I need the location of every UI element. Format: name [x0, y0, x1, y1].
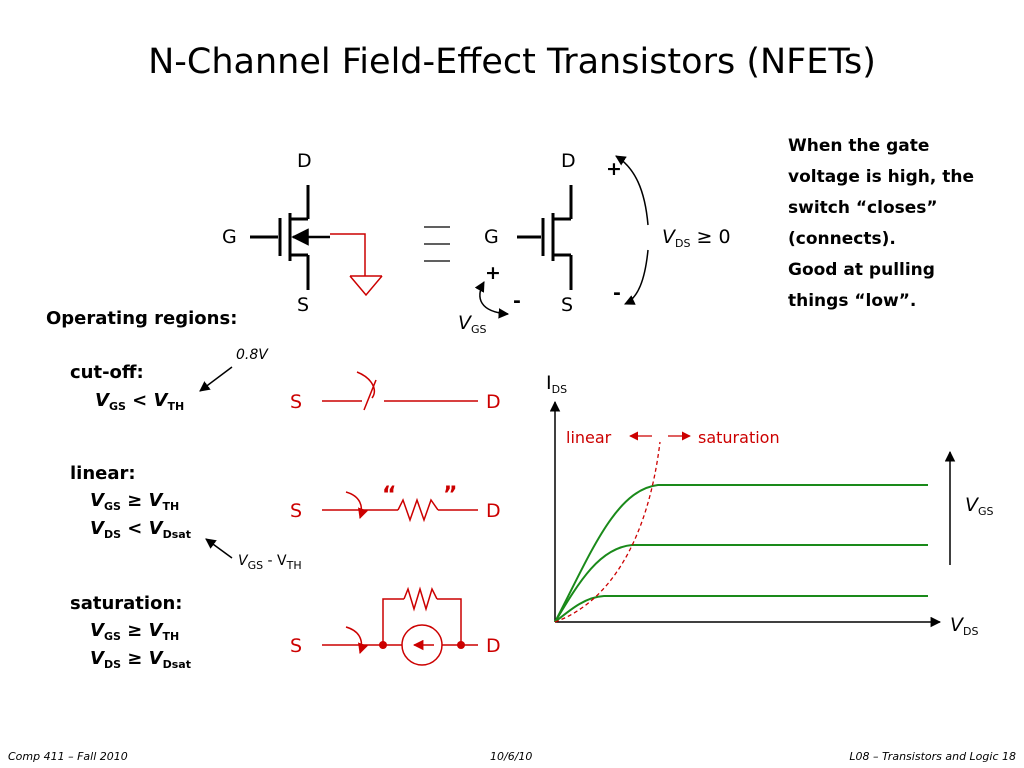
linear-annotation: VGS - VTH	[238, 553, 302, 572]
operating-regions-heading: Operating regions:	[46, 308, 238, 329]
ids-axis-label: IDS	[546, 372, 568, 396]
saturation-source-label: S	[290, 635, 303, 657]
saturation-drain-label: D	[486, 635, 501, 657]
linear-quote-close: ”	[443, 483, 458, 508]
equivalence-sign	[424, 226, 450, 262]
vds-arrow-bottom	[624, 249, 649, 305]
linear-heading: linear:	[70, 463, 136, 484]
footer-date: 10/6/10	[490, 750, 533, 763]
vgs-minus: -	[513, 290, 521, 312]
left-drain-label: D	[297, 150, 312, 172]
cutoff-drain-label: D	[486, 391, 501, 413]
left-source-label: S	[297, 294, 310, 316]
nfet-symbol-right	[517, 185, 573, 290]
saturation-node-left	[379, 641, 387, 649]
vds-axis-label: VDS	[950, 614, 979, 638]
vds-plus: +	[606, 158, 622, 180]
vgs-plus: +	[485, 262, 501, 284]
saturation-switch	[322, 586, 478, 666]
cutoff-annotation: 0.8V	[236, 347, 268, 363]
vgs-label: VGS	[458, 312, 487, 336]
cutoff-switch	[322, 371, 478, 411]
saturation-condition-2: VDS ≥ VDsat	[90, 648, 191, 671]
right-drain-label: D	[561, 150, 576, 172]
linear-source-label: S	[290, 500, 303, 522]
vgs-axis-label: VGS	[965, 494, 994, 518]
cutoff-heading: cut-off:	[70, 362, 144, 383]
saturation-region-label: saturation	[698, 428, 780, 447]
curve-vgs-high	[554, 484, 928, 623]
curve-vgs-low	[554, 595, 928, 623]
nfet-symbol-left	[250, 185, 330, 290]
right-gate-label: G	[484, 226, 499, 248]
linear-region-label: linear	[566, 428, 612, 447]
cutoff-condition: VGS < VTH	[95, 390, 185, 413]
left-gate-label: G	[222, 226, 237, 248]
linear-switch	[322, 491, 478, 523]
cutoff-annotation-arrow	[199, 366, 233, 392]
footer-course: Comp 411 – Fall 2010	[8, 750, 128, 763]
linear-condition-1: VGS ≥ VTH	[90, 490, 180, 513]
footer-lecture: L08 – Transistors and Logic 18	[849, 750, 1016, 763]
curve-vgs-mid	[554, 544, 928, 623]
saturation-condition-1: VGS ≥ VTH	[90, 620, 180, 643]
linear-annotation-arrow	[205, 538, 233, 559]
gate-note: When the gate voltage is high, the switc…	[788, 136, 975, 311]
linear-condition-2: VDS < VDsat	[90, 518, 191, 541]
linear-quote-open: “	[382, 483, 397, 508]
vds-label: VDS ≥ 0	[662, 226, 731, 250]
saturation-heading: saturation:	[70, 593, 183, 614]
vgs-arrow	[474, 281, 510, 319]
vds-arrow-top	[615, 155, 649, 226]
vds-minus: -	[613, 282, 621, 304]
right-source-label: S	[561, 294, 574, 316]
iv-graph	[549, 400, 956, 628]
dsat-boundary	[554, 441, 661, 623]
linear-drain-label: D	[486, 500, 501, 522]
ground-symbol	[330, 233, 383, 297]
page-title: N-Channel Field-Effect Transistors (NFET…	[148, 42, 876, 82]
cutoff-source-label: S	[290, 391, 303, 413]
saturation-node-right	[457, 641, 465, 649]
